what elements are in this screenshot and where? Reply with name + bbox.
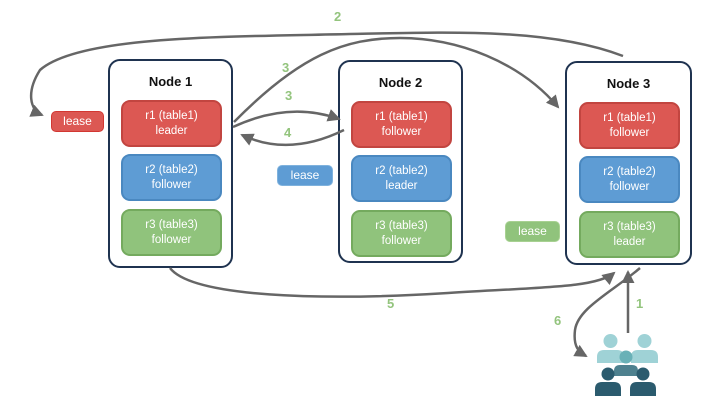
node-3-title: Node 3 <box>606 76 651 91</box>
user-front-left <box>595 367 621 396</box>
replica-role: follower <box>609 126 650 139</box>
replica-name: r1 (table1) <box>145 109 198 122</box>
node-1-replica-r3: r3 (table3) follower <box>121 209 222 256</box>
node-3-replica-r1: r1 (table1) follower <box>579 102 680 149</box>
node-2-replica-r2: r2 (table2) leader <box>351 155 452 202</box>
node-3: Node 3 r1 (table1) follower r2 (table2) … <box>565 61 692 265</box>
replica-role: leader <box>155 124 188 137</box>
lease-badge-table3: lease <box>505 221 560 242</box>
replica-name: r1 (table1) <box>375 110 428 123</box>
node-3-replica-r3: r3 (table3) leader <box>579 211 680 258</box>
replica-name: r3 (table3) <box>145 218 198 231</box>
user-back-right <box>631 334 658 363</box>
node-1-title: Node 1 <box>148 74 193 89</box>
step-label-5: 5 <box>387 296 395 311</box>
replica-name: r2 (table2) <box>145 163 198 176</box>
replica-role: follower <box>381 234 422 247</box>
step-label-2: 2 <box>334 9 342 24</box>
node-1: Node 1 r1 (table1) leader r2 (table2) fo… <box>108 59 233 268</box>
lease-badge-table2: lease <box>277 165 333 186</box>
replica-role: leader <box>385 179 418 192</box>
replica-name: r3 (table3) <box>375 219 428 232</box>
node-3-replica-r2: r2 (table2) follower <box>579 156 680 203</box>
node-2-replica-r1: r1 (table1) follower <box>351 101 452 148</box>
step-label-6: 6 <box>554 313 562 328</box>
node-2-replica-r3: r3 (table3) follower <box>351 210 452 257</box>
step-label-4: 4 <box>284 125 292 140</box>
node-2: Node 2 r1 (table1) follower r2 (table2) … <box>338 60 463 263</box>
replica-name: r2 (table2) <box>603 165 656 178</box>
node-1-replica-r2: r2 (table2) follower <box>121 154 222 201</box>
user-front-right <box>630 367 656 396</box>
replica-role: follower <box>381 125 422 138</box>
lease-badge-table1: lease <box>51 111 104 132</box>
step-label-3b: 3 <box>285 88 293 103</box>
users-group-icon <box>595 334 658 396</box>
replica-role: follower <box>151 233 192 246</box>
step-label-3a: 3 <box>282 60 290 75</box>
replica-name: r1 (table1) <box>603 111 656 124</box>
arrow-5-node1-to-node3 <box>169 267 616 298</box>
replica-role: follower <box>151 178 192 191</box>
replica-role: follower <box>609 180 650 193</box>
step-label-1: 1 <box>636 296 644 311</box>
replica-name: r2 (table2) <box>375 164 428 177</box>
arrow-4-node2-to-node1 <box>240 128 345 147</box>
node-1-replica-r1: r1 (table1) leader <box>121 100 222 147</box>
node-2-title: Node 2 <box>378 75 423 90</box>
replica-name: r3 (table3) <box>603 220 656 233</box>
replica-role: leader <box>613 235 646 248</box>
